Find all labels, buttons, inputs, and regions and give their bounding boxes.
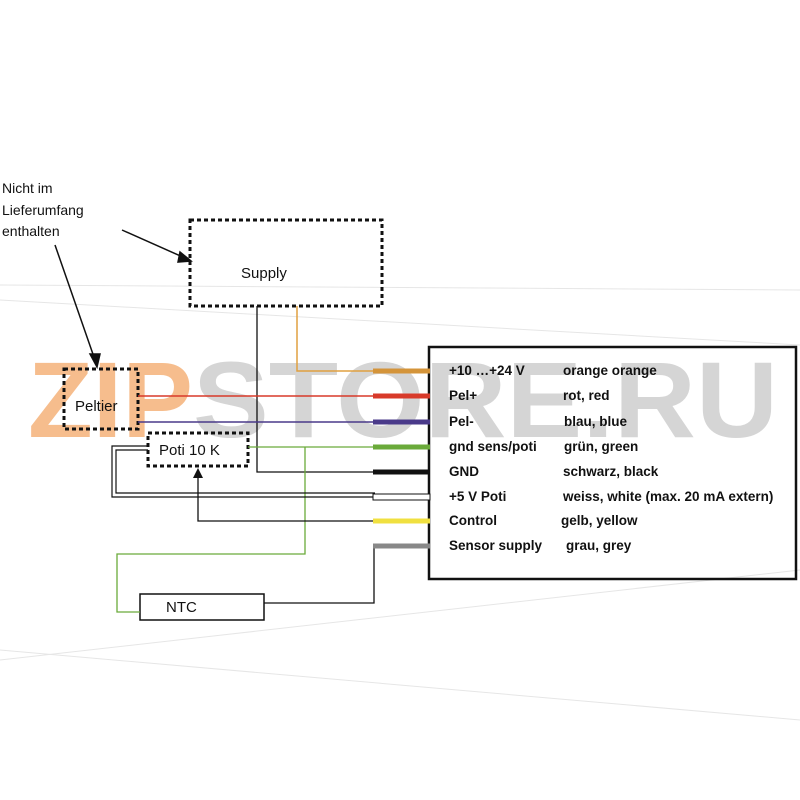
pin-wire-color-0: orange orange xyxy=(563,363,657,378)
pin-name-5: +5 V Poti xyxy=(449,489,506,504)
peltier-box: Peltier xyxy=(62,367,140,431)
pin-name-4: GND xyxy=(449,464,479,479)
background-lines xyxy=(0,284,800,721)
wire-orange xyxy=(296,306,375,372)
pin-name-2: Pel- xyxy=(449,414,474,429)
pin-name-1: Pel+ xyxy=(449,388,477,403)
pin-name-3: gnd sens/poti xyxy=(449,439,537,454)
wire-white-inner xyxy=(115,449,375,494)
supply-label: Supply xyxy=(241,265,287,282)
supply-box: Supply xyxy=(188,218,384,308)
wire-control xyxy=(197,474,375,522)
ntc-label: NTC xyxy=(166,599,197,616)
watermark-part1: ZIP xyxy=(28,339,193,460)
ntc-box: NTC xyxy=(139,593,265,621)
poti-box: Poti 10 K xyxy=(146,431,250,468)
wire-white-outer xyxy=(111,445,375,498)
pin-wire-color-1: rot, red xyxy=(563,388,610,403)
wire-supply-black xyxy=(256,306,375,473)
pin-name-6: Control xyxy=(449,513,497,528)
wire-stub-outline-5 xyxy=(372,493,431,501)
note-not-included: Nicht im Lieferumfang enthalten xyxy=(2,180,84,239)
pin-wire-color-3: grün, green xyxy=(564,439,638,454)
pin-wire-color-4: schwarz, black xyxy=(563,464,659,479)
note-line-1: Nicht im xyxy=(2,180,53,196)
peltier-label: Peltier xyxy=(75,398,118,415)
watermark: ZIP STORE.RU xyxy=(28,339,778,460)
note-arrows xyxy=(54,229,193,370)
watermark-part2: STORE.RU xyxy=(193,339,778,460)
poti-wiper-arrow xyxy=(193,468,203,478)
note-line-2: Lieferumfang xyxy=(2,202,84,218)
pin-wire-color-7: grau, grey xyxy=(566,538,632,553)
pin-wire-color-2: blau, blue xyxy=(564,414,627,429)
connector-box xyxy=(427,345,798,581)
wire-stubs xyxy=(372,368,431,549)
pin-wire-color-5: weiss, white (max. 20 mA extern) xyxy=(562,489,773,504)
wire-green-ntc xyxy=(116,447,306,613)
pin-name-7: Sensor supply xyxy=(449,538,543,553)
poti-label: Poti 10 K xyxy=(159,442,220,459)
wires xyxy=(111,306,375,613)
note-line-3: enthalten xyxy=(2,223,60,239)
pin-name-0: +10 …+24 V xyxy=(449,363,525,378)
pin-wire-color-6: gelb, yellow xyxy=(561,513,638,528)
